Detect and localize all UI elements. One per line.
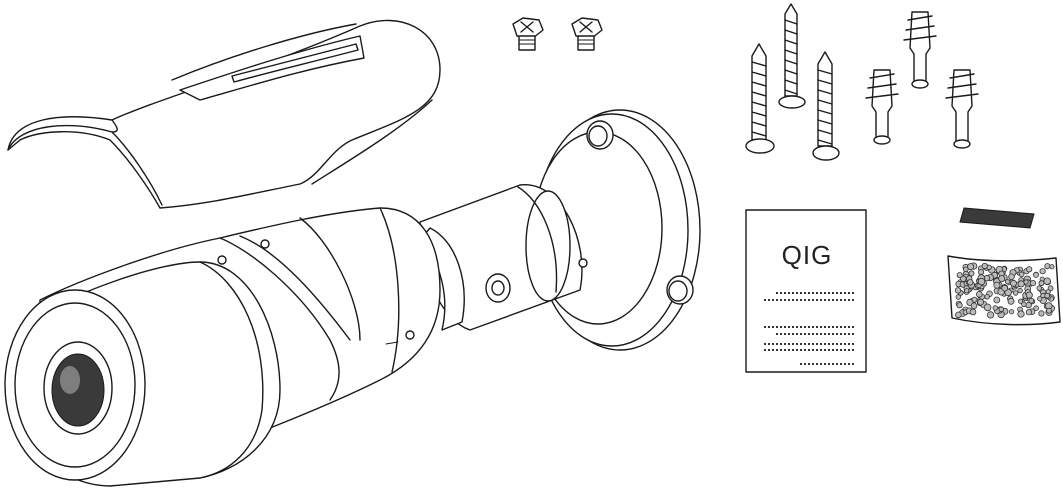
desiccant-bead bbox=[954, 287, 962, 294]
strip-icon bbox=[959, 207, 1035, 229]
anchor-icon bbox=[903, 11, 937, 89]
desiccant-bead bbox=[977, 298, 984, 306]
long-screw-icon bbox=[745, 43, 775, 154]
desiccant-bead bbox=[1044, 292, 1050, 299]
desiccant-bead bbox=[1028, 297, 1035, 304]
desiccant-bead bbox=[1038, 310, 1045, 317]
desiccant-bead bbox=[1017, 287, 1023, 294]
desiccant-bead bbox=[955, 311, 962, 319]
desiccant-bead bbox=[1025, 291, 1033, 299]
desiccant-bead bbox=[1008, 309, 1015, 315]
desiccant-bead bbox=[971, 296, 978, 303]
anchor-icon bbox=[865, 69, 899, 145]
desiccant-bead bbox=[978, 269, 985, 276]
desiccant-bead bbox=[1037, 296, 1043, 302]
desiccant-bead bbox=[955, 294, 961, 300]
desiccant-bead bbox=[969, 308, 977, 316]
desiccant-bead bbox=[1017, 298, 1024, 304]
desiccant-bead bbox=[1029, 279, 1037, 287]
desiccant-bead bbox=[967, 263, 975, 271]
desiccant-bead bbox=[1043, 277, 1051, 285]
desiccant-bead bbox=[998, 275, 1006, 283]
desiccant-bead bbox=[1007, 297, 1015, 305]
desiccant-bead bbox=[977, 277, 986, 286]
wall-screws bbox=[745, 3, 840, 161]
desiccant-bead bbox=[1044, 263, 1051, 270]
desiccant-bead bbox=[956, 302, 963, 309]
desiccant-bead bbox=[1026, 266, 1033, 273]
desiccant-bead bbox=[1049, 264, 1055, 270]
desiccant-bead bbox=[1033, 305, 1039, 312]
desiccant-bead bbox=[1013, 290, 1019, 296]
sun-shield-icon bbox=[7, 19, 441, 209]
document-icon bbox=[745, 209, 867, 373]
desiccant-bead bbox=[970, 302, 978, 310]
desiccant-bead bbox=[1025, 309, 1033, 316]
desiccant-bead bbox=[1023, 279, 1029, 285]
desiccant-bead bbox=[1017, 310, 1025, 318]
desiccant-bead bbox=[984, 294, 990, 300]
desiccant-bead bbox=[992, 305, 998, 311]
screw-icon bbox=[512, 17, 544, 51]
qig-title: QIG bbox=[781, 240, 833, 270]
desiccant-bead bbox=[993, 281, 1001, 289]
desiccant-bead bbox=[1008, 273, 1015, 281]
desiccant-bead bbox=[1033, 271, 1040, 278]
mount-screws bbox=[512, 17, 603, 51]
desiccant-bead bbox=[983, 303, 992, 312]
desiccant-bead bbox=[1039, 268, 1046, 275]
desiccant-icon bbox=[947, 255, 1061, 326]
desiccant-bead bbox=[956, 272, 963, 279]
long-screw-icon bbox=[812, 51, 840, 161]
desiccant-bead bbox=[1017, 280, 1025, 288]
desiccant-bead bbox=[1038, 280, 1045, 287]
desiccant-bead bbox=[1036, 285, 1042, 291]
desiccant-bead bbox=[1001, 284, 1008, 292]
desiccant-bead bbox=[1004, 279, 1011, 285]
desiccant-bead bbox=[1046, 307, 1052, 314]
desiccant-bead bbox=[1010, 279, 1017, 287]
long-screw-icon bbox=[778, 3, 806, 109]
desiccant-bead bbox=[983, 274, 991, 282]
desiccant-bead bbox=[1018, 271, 1025, 278]
desiccant-bead bbox=[1021, 301, 1027, 307]
wall-anchors bbox=[865, 11, 979, 149]
desiccant-bead bbox=[964, 288, 970, 294]
desiccant-bead bbox=[975, 290, 983, 298]
desiccant-bead bbox=[986, 311, 995, 319]
desiccant-bead bbox=[981, 262, 988, 270]
desiccant-bead bbox=[993, 296, 1001, 304]
screw-icon bbox=[571, 17, 603, 51]
desiccant-bead bbox=[998, 306, 1004, 312]
bullet-camera-icon bbox=[4, 109, 701, 487]
desiccant-bead bbox=[967, 279, 974, 286]
anchor-icon bbox=[945, 69, 979, 149]
desiccant-bead bbox=[968, 270, 975, 277]
